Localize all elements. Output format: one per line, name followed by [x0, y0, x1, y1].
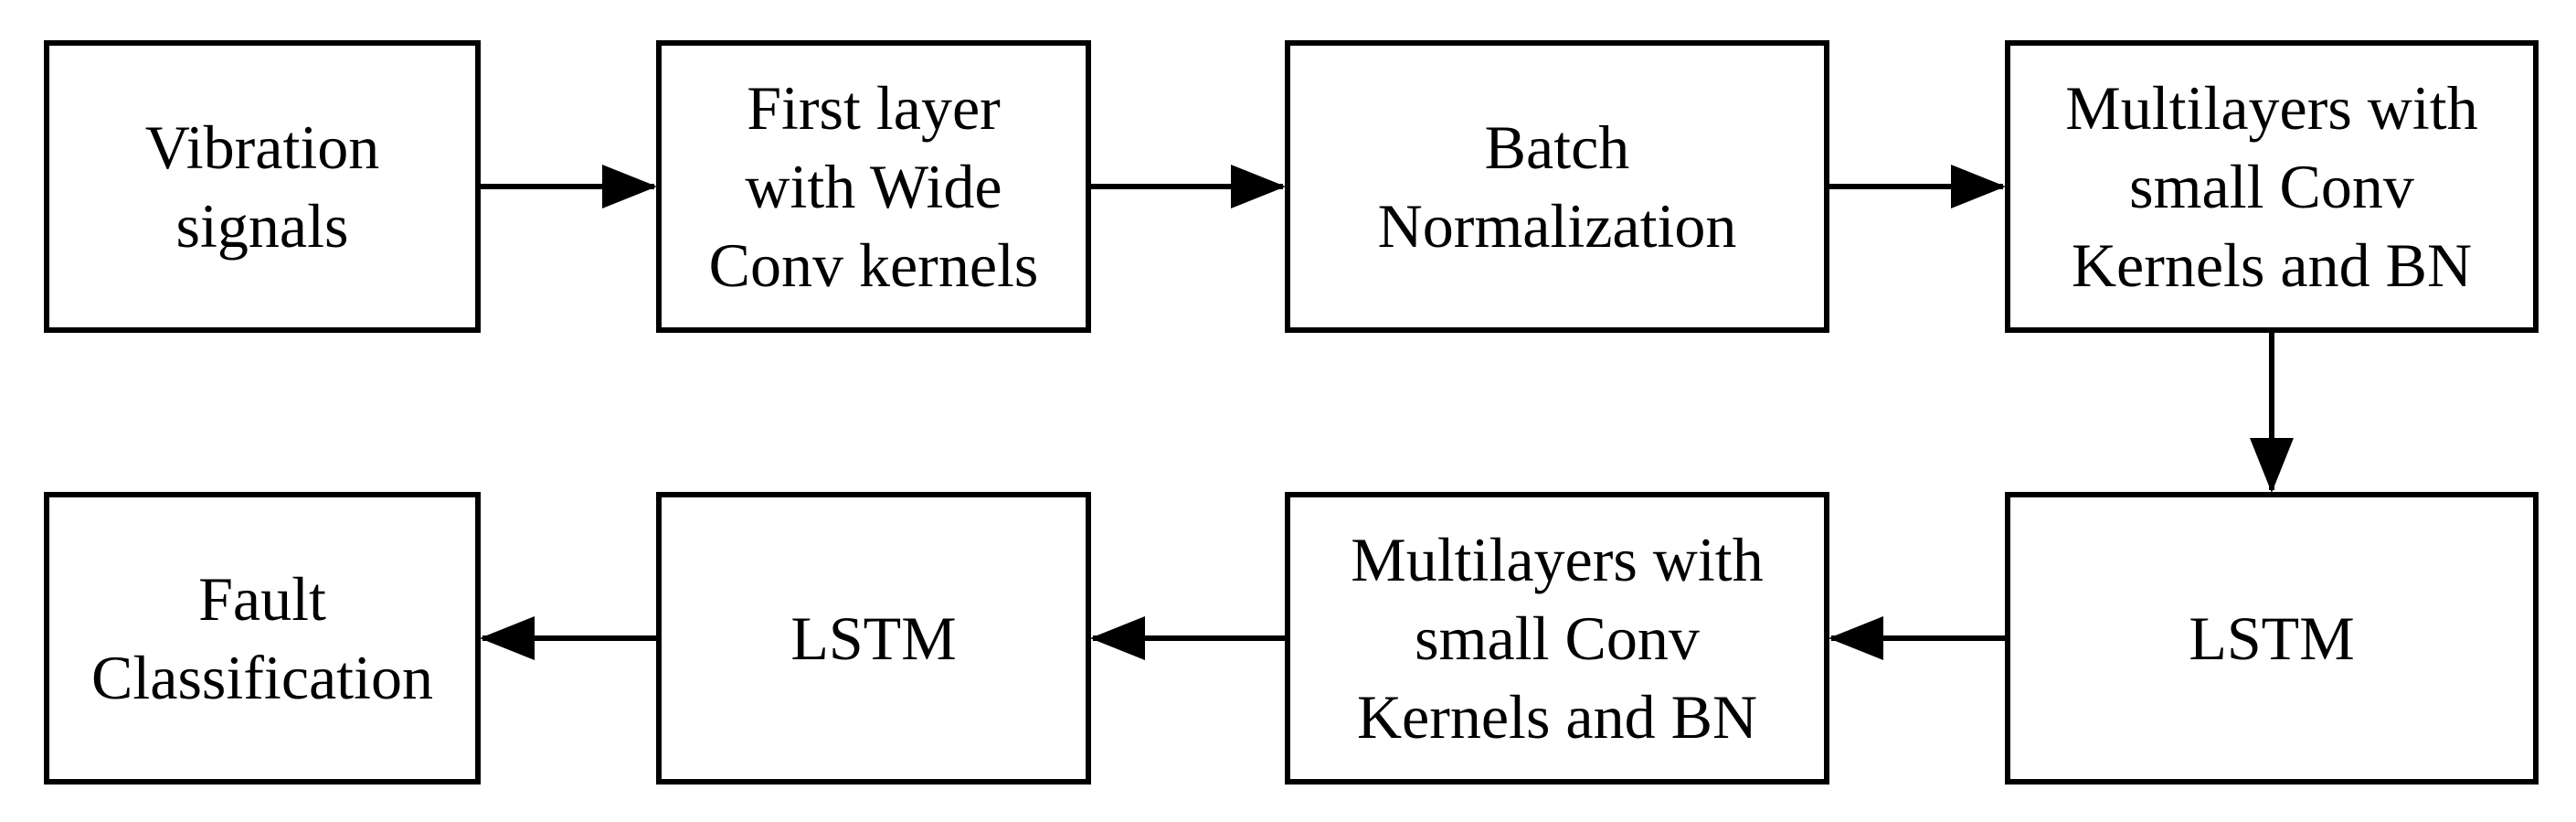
node-label: LSTM: [790, 603, 957, 673]
node-lstm-right: LSTM: [2005, 492, 2539, 785]
node-label: LSTM: [2189, 603, 2355, 673]
node-multilayers-small-conv-top: Multilayers with small Conv Kernels and …: [2005, 40, 2539, 333]
node-label: Multilayers with small Conv Kernels and …: [2065, 73, 2478, 300]
node-multilayers-small-conv-bottom: Multilayers with small Conv Kernels and …: [1285, 492, 1829, 785]
node-first-layer-wide-conv: First layer with Wide Conv kernels: [656, 40, 1091, 333]
node-label: Batch Normalization: [1377, 112, 1737, 261]
node-batch-normalization: Batch Normalization: [1285, 40, 1829, 333]
node-label: Vibration signals: [144, 112, 380, 261]
node-fault-classification: Fault Classification: [44, 492, 481, 785]
node-lstm-left: LSTM: [656, 492, 1091, 785]
node-label: First layer with Wide Conv kernels: [708, 73, 1039, 300]
node-vibration-signals: Vibration signals: [44, 40, 481, 333]
node-label: Fault Classification: [91, 564, 433, 712]
node-label: Multilayers with small Conv Kernels and …: [1351, 525, 1764, 752]
